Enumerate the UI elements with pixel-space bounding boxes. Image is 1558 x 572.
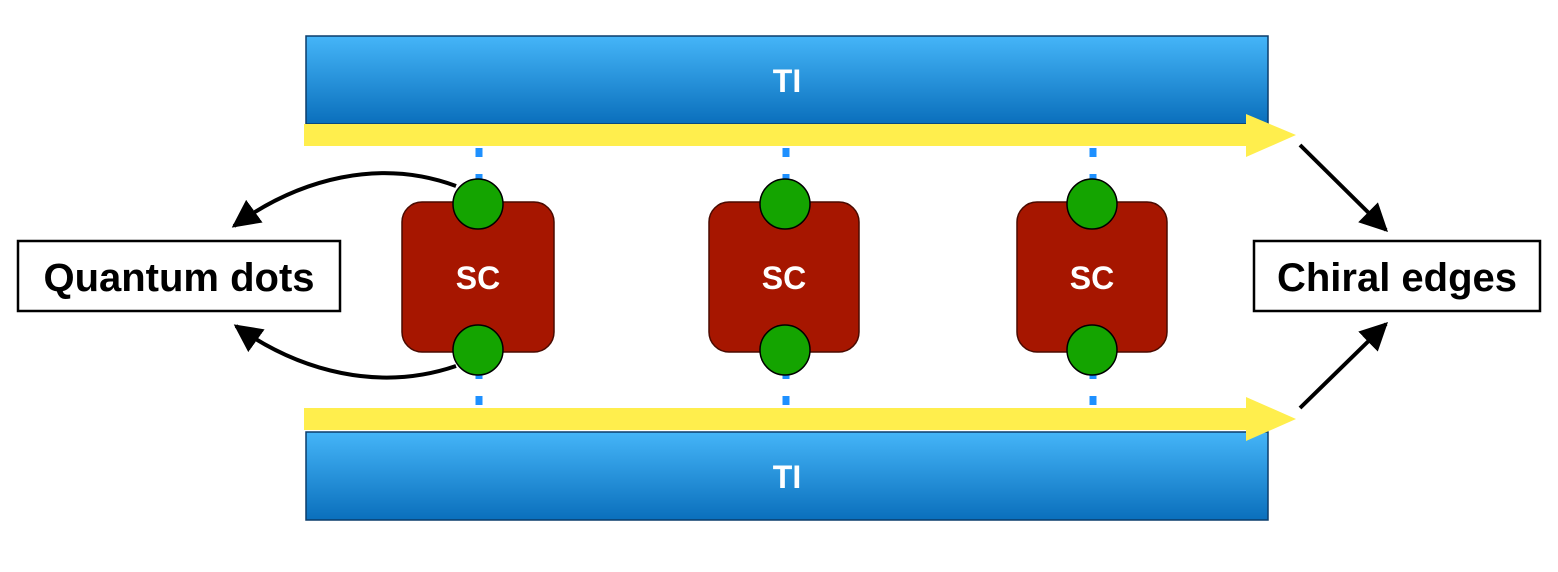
chiral-edges-arrows	[1298, 143, 1389, 410]
quantum-dot-2-top	[759, 178, 811, 230]
quantum-dot-2-bottom	[759, 324, 811, 376]
quantum-dot-1-top	[452, 178, 504, 230]
sc-label-2: SC	[762, 260, 806, 296]
arrow-ce-top	[1298, 143, 1388, 232]
sc-block-3: SC	[1016, 201, 1168, 353]
coupling-lines	[475, 148, 1097, 406]
arrow-qd-bottom	[233, 324, 457, 380]
quantum-dots-box: Quantum dots	[16, 239, 342, 313]
sc-block-2: SC	[708, 201, 860, 353]
ti-top-label: TI	[773, 63, 801, 99]
ti-bottom-label: TI	[773, 459, 801, 495]
sc-label-1: SC	[456, 260, 500, 296]
ti-top-bar: TI	[305, 35, 1269, 125]
sc-block-1: SC	[401, 201, 555, 353]
arrow-qd-top	[231, 171, 457, 228]
chiral-edge-top	[304, 114, 1296, 157]
quantum-dots	[452, 178, 1118, 376]
chiral-edge-bottom	[304, 397, 1296, 441]
quantum-dots-arrows	[231, 171, 457, 380]
quantum-dots-label: Quantum dots	[43, 256, 314, 300]
sc-label-3: SC	[1070, 260, 1114, 296]
quantum-dot-3-bottom	[1066, 324, 1118, 376]
chiral-edges-box: Chiral edges	[1252, 239, 1542, 313]
quantum-dot-3-top	[1066, 178, 1118, 230]
ti-bottom-bar: TI	[305, 431, 1269, 521]
quantum-dot-1-bottom	[452, 324, 504, 376]
chiral-edges-label: Chiral edges	[1277, 256, 1517, 300]
arrow-ce-bottom	[1298, 322, 1389, 410]
